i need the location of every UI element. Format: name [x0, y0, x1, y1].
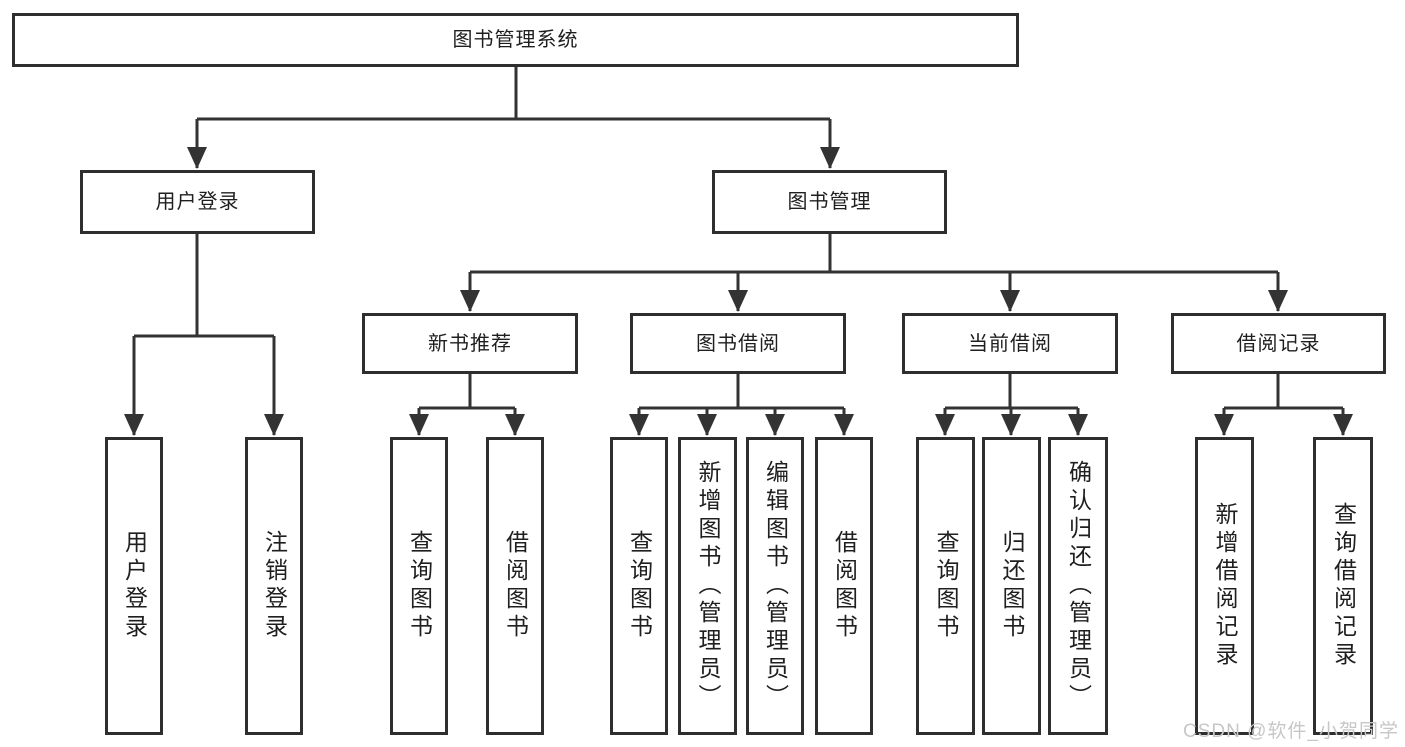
- leaf-label: 借阅图书: [831, 530, 858, 642]
- leaf-query-books-2: 查询图书: [610, 437, 668, 735]
- node-borrow-records: 借阅记录: [1171, 313, 1386, 374]
- leaf-label: 注销登录: [261, 530, 288, 642]
- node-user-login: 用户登录: [80, 170, 315, 234]
- leaf-return-books: 归还图书: [982, 437, 1041, 735]
- leaf-label: 借阅图书: [502, 530, 529, 642]
- leaf-add-books-admin: 新增图书（管理员）: [678, 437, 737, 735]
- node-new-book-recommend: 新书推荐: [362, 313, 578, 374]
- leaf-label: 新增图书（管理员）: [695, 460, 721, 712]
- leaf-user-login: 用户登录: [105, 437, 163, 735]
- leaf-label: 确认归还（管理员）: [1065, 460, 1092, 712]
- leaf-borrow-books-2: 借阅图书: [815, 437, 873, 735]
- leaf-label: 查询图书: [933, 530, 959, 642]
- leaf-label: 查询借阅记录: [1330, 502, 1357, 670]
- leaf-logout: 注销登录: [245, 437, 303, 735]
- leaf-borrow-books-1: 借阅图书: [486, 437, 544, 735]
- node-book-management: 图书管理: [712, 170, 947, 234]
- leaf-label: 用户登录: [121, 530, 148, 642]
- leaf-label: 查询图书: [406, 530, 433, 642]
- leaf-add-borrow-record: 新增借阅记录: [1195, 437, 1254, 735]
- leaf-label: 归还图书: [999, 530, 1025, 642]
- node-book-borrow: 图书借阅: [630, 313, 846, 374]
- leaf-confirm-return-admin: 确认归还（管理员）: [1048, 437, 1108, 735]
- leaf-edit-books-admin: 编辑图书（管理员）: [746, 437, 804, 735]
- leaf-query-books-1: 查询图书: [390, 437, 448, 735]
- leaf-label: 查询图书: [626, 530, 653, 642]
- node-current-borrow: 当前借阅: [902, 313, 1118, 374]
- leaf-label: 编辑图书（管理员）: [762, 460, 789, 712]
- node-root-system: 图书管理系统: [12, 13, 1019, 67]
- leaf-query-borrow-record: 查询借阅记录: [1313, 437, 1373, 735]
- leaf-label: 新增借阅记录: [1212, 502, 1238, 670]
- leaf-query-books-3: 查询图书: [916, 437, 975, 735]
- csdn-watermark: CSDN @软件_小贺同学: [1183, 721, 1399, 742]
